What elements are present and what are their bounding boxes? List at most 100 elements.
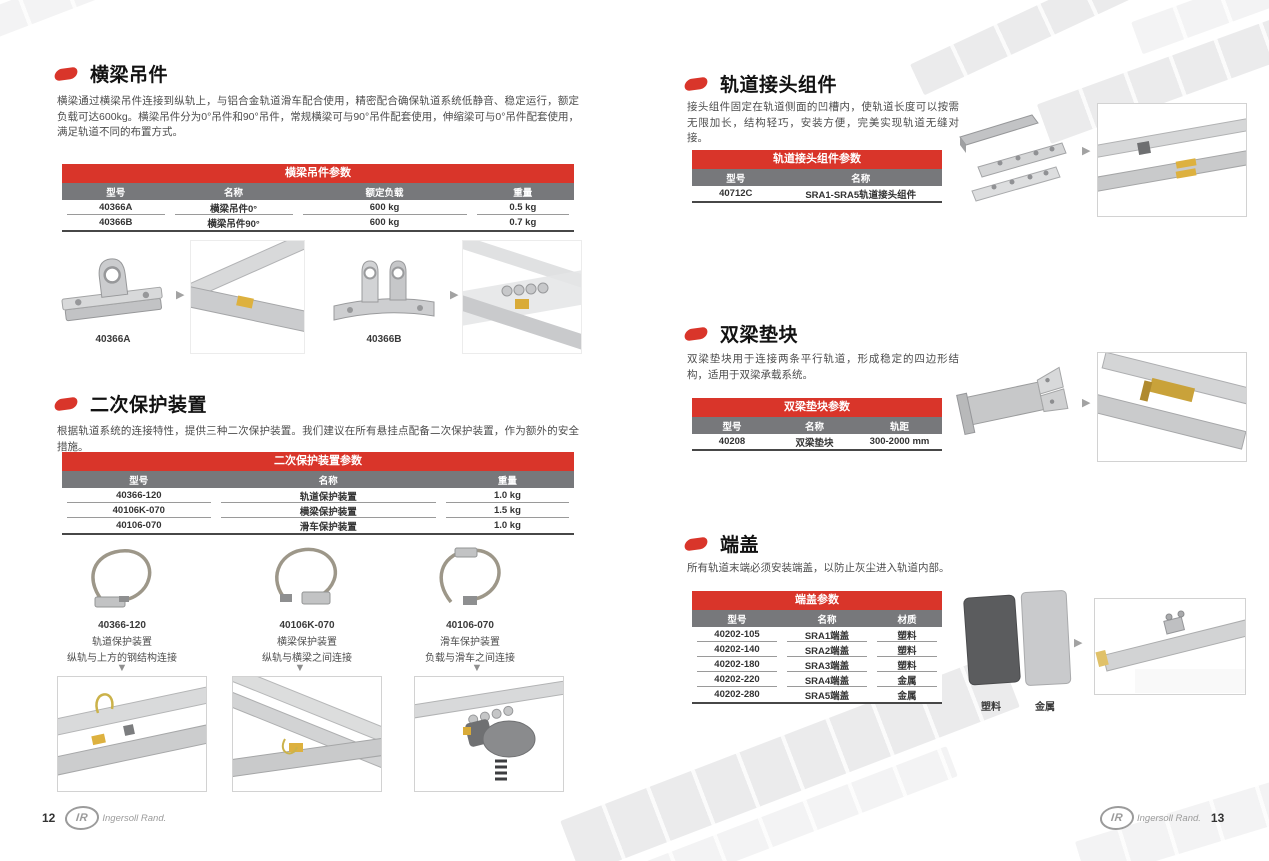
- cell: 塑料: [872, 642, 942, 657]
- figure-model: 40106K-070: [279, 620, 335, 631]
- cell: 0.5 kg: [472, 200, 574, 215]
- brand-name: Ingersoll Rand.: [1137, 812, 1201, 824]
- col-header: 额定负载: [365, 187, 404, 199]
- decor-band-top-left: [0, 0, 139, 59]
- cell: 轨道保护装置: [216, 488, 441, 503]
- table-header-row: 型号 名称 重量: [62, 471, 574, 488]
- section-marker-icon: [53, 66, 79, 81]
- col-header: 名称: [318, 475, 338, 487]
- cell: 600 kg: [298, 200, 472, 215]
- cell: 40366-120: [62, 488, 216, 503]
- table-title: 二次保护装置参数: [62, 452, 574, 471]
- arrow-down-icon: ▼: [294, 662, 306, 674]
- cell: SRA4端盖: [782, 672, 872, 687]
- section-title: 双梁垫块: [720, 325, 799, 346]
- rail-protection-install-image: [57, 676, 207, 792]
- arrow-right-icon: ▶: [176, 289, 185, 301]
- cell: SRA3端盖: [782, 657, 872, 672]
- beam-hanger-0deg-install-image: [190, 240, 305, 354]
- end-cap-description: 所有轨道末端必须安装端盖，以防止灰尘进入轨道内部。: [687, 562, 950, 574]
- table-header-row: 型号 名称 轨距: [692, 417, 942, 434]
- figure-name: 横梁保护装置: [277, 636, 337, 648]
- cell: 300-2000 mm: [869, 436, 930, 447]
- beam-protection-install-image: [232, 676, 382, 792]
- figure-caption: 40366B: [366, 334, 402, 345]
- figure-name: 轨道保护装置: [92, 636, 152, 648]
- col-header: 型号: [106, 187, 126, 199]
- table-row: 40366A 横梁吊件0° 600 kg 0.5 kg: [62, 200, 574, 215]
- end-cap-install-image: [1094, 598, 1246, 695]
- arrow-right-icon: ▶: [1082, 397, 1091, 409]
- cell: 滑车保护装置: [299, 521, 357, 533]
- protection-figure-caption: 40106K-070 横梁保护装置 纵轨与横梁之间连接: [217, 618, 397, 668]
- secondary-protection-table: 二次保护装置参数 型号 名称 重量 40366-120 轨道保护装置 1.0 k…: [62, 452, 574, 535]
- figure-name: 滑车保护装置: [440, 636, 500, 648]
- table-title: 端盖参数: [692, 591, 942, 610]
- cell: 金属: [872, 672, 942, 687]
- ir-logo-icon: IR: [64, 806, 101, 830]
- cell: 金属: [897, 690, 917, 702]
- beam-hanger-0deg-product-image: [58, 246, 168, 332]
- double-beam-spacer-description: 双梁垫块用于连接两条平行轨道，形成稳定的四边形结构，适用于双梁承载系统。: [687, 353, 959, 381]
- arrow-right-icon: ▶: [450, 289, 459, 301]
- col-header: 名称: [224, 187, 244, 199]
- table-header-row: 型号 名称: [692, 169, 942, 186]
- plastic-end-cap-image: [962, 594, 1022, 686]
- cell: SRA1-SRA5轨道接头组件: [805, 189, 917, 201]
- beam-hanger-description: 横梁通过横梁吊件连接到纵轨上，与铝合金轨道滑车配合使用，精密配合确保轨道系统低静…: [57, 95, 579, 138]
- arrow-right-icon: ▶: [1074, 637, 1083, 649]
- double-beam-spacer-product-image: [952, 355, 1082, 455]
- cell: 40202-105: [692, 627, 782, 642]
- cell: 40712C: [719, 188, 753, 199]
- table-row: 40202-140 SRA2端盖 塑料: [692, 642, 942, 657]
- section-marker-icon: [683, 76, 709, 91]
- arrow-right-icon: ▶: [1082, 145, 1091, 157]
- protection-figure-caption: 40106-070 滑车保护装置 负载与滑车之间连接: [380, 618, 560, 668]
- table-title: 轨道接头组件参数: [692, 150, 942, 169]
- cell: 塑料: [872, 627, 942, 642]
- col-header: 名称: [851, 173, 871, 185]
- section-title: 端盖: [720, 535, 760, 556]
- col-header: 名称: [817, 614, 837, 626]
- section-secondary-protection-heading: 二次保护装置: [53, 390, 208, 417]
- section-marker-icon: [683, 536, 709, 551]
- cell: 1.0 kg: [493, 520, 521, 531]
- section-marker-icon: [53, 396, 79, 411]
- figure-connection: 负载与滑车之间连接: [425, 653, 515, 664]
- end-cap-table: 端盖参数 型号 名称 材质 40202-105 SRA1端盖 塑料 40202-…: [692, 591, 942, 704]
- table-title: 双梁垫块参数: [692, 398, 942, 417]
- col-header: 名称: [804, 421, 824, 433]
- table-row: 40712C SRA1-SRA5轨道接头组件: [692, 186, 942, 201]
- cell: 40106K-070: [62, 503, 216, 518]
- double-beam-spacer-table: 双梁垫块参数 型号 名称 轨距 40208 双梁垫块 300-2000 mm: [692, 398, 942, 451]
- section-marker-icon: [683, 326, 709, 341]
- arrow-down-icon: ▼: [116, 662, 128, 674]
- section-double-beam-spacer-heading: 双梁垫块: [683, 320, 799, 347]
- protection-figure-caption: 40366-120 轨道保护装置 纵轨与上方的钢结构连接: [32, 618, 212, 668]
- table-row: 40106K-070 横梁保护装置 1.5 kg: [62, 503, 574, 518]
- cell: 塑料: [872, 657, 942, 672]
- cell: SRA1端盖: [782, 627, 872, 642]
- hoist-protection-install-image: [414, 676, 564, 792]
- secondary-protection-description: 根据轨道系统的连接特性，提供三种二次保护装置。我们建议在所有悬挂点配备二次保护装…: [57, 425, 579, 453]
- figure-model: 40106-070: [446, 620, 494, 631]
- ingersoll-rand-logo: IR Ingersoll Rand.: [1098, 806, 1201, 830]
- table-header-row: 型号 名称 额定负载 重量: [62, 183, 574, 200]
- cell: SRA5端盖: [804, 690, 850, 702]
- cell: 40106-070: [116, 520, 162, 531]
- figure-connection: 纵轨与上方的钢结构连接: [67, 653, 177, 664]
- cell: 40202-280: [714, 689, 760, 700]
- section-title: 二次保护装置: [90, 395, 208, 416]
- beam-hanger-table: 横梁吊件参数 型号 名称 额定负载 重量 40366A 横梁吊件0° 600 k…: [62, 164, 574, 232]
- beam-protection-device-image: [262, 542, 352, 614]
- cell: 双梁垫块: [795, 437, 834, 449]
- cell: 横梁吊件90°: [207, 218, 260, 230]
- rail-joint-product-image: [952, 95, 1080, 213]
- section-end-cap-heading: 端盖: [683, 530, 760, 557]
- table-row: 40202-105 SRA1端盖 塑料: [692, 627, 942, 642]
- section-beam-hanger-heading: 横梁吊件: [53, 60, 169, 87]
- figure-caption: 金属: [1035, 702, 1055, 713]
- section-title: 横梁吊件: [90, 65, 169, 86]
- cell: 40202-180: [692, 657, 782, 672]
- col-header: 型号: [722, 421, 742, 433]
